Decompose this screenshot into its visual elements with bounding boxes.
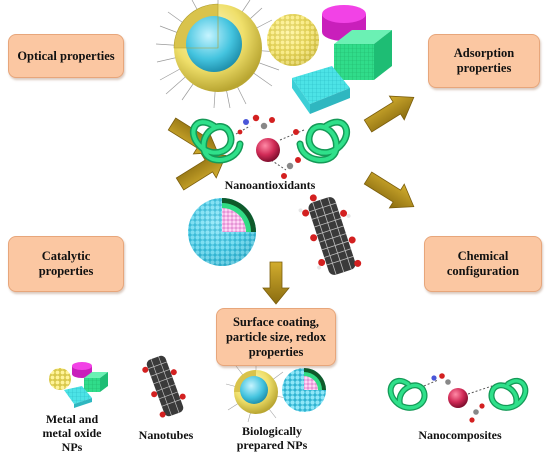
yellow-nanosphere (267, 14, 319, 66)
nanotube-icon (142, 355, 186, 418)
chemical-configuration-box: Chemical configuration (424, 236, 542, 292)
arrow-to-chemical (363, 171, 415, 209)
core-shell-nanosphere (188, 198, 256, 266)
magenta-nanodisk (322, 5, 366, 41)
adsorption-properties-label: Adsorption properties (453, 46, 515, 75)
metal-oxide-nanoparticles (49, 362, 108, 408)
arrow-to-surface (262, 261, 290, 305)
carbon-nanotube (298, 194, 362, 275)
optical-properties-label: Optical properties (17, 48, 115, 63)
surface-properties-label: Surface coating, particle size, redox pr… (225, 314, 327, 359)
green-nanocube (334, 30, 392, 80)
catalytic-properties-label: Catalytic properties (38, 249, 94, 278)
arrow-to-adsorption (363, 95, 415, 133)
nanocomposite-icon (387, 373, 529, 423)
nanocomposites-label: Nanocomposites (418, 428, 502, 442)
surface-properties-box: Surface coating, particle size, redox pr… (216, 308, 336, 366)
cyan-nanoplate (292, 66, 350, 114)
biological-label: Biologically prepared NPs (236, 424, 308, 452)
nanotubes-label: Nanotubes (138, 428, 194, 442)
metal-oxide-label: Metal and metal oxide NPs (42, 412, 102, 454)
catalytic-properties-box: Catalytic properties (8, 236, 124, 292)
chemical-configuration-label: Chemical configuration (446, 249, 520, 278)
adsorption-properties-box: Adsorption properties (428, 34, 540, 88)
nanocomposite-center (190, 114, 350, 179)
nanoantioxidants-label: Nanoantioxidants (224, 178, 316, 192)
hairy-core-shell-nanoparticle (155, 0, 281, 109)
biological-nanoparticles (225, 362, 326, 423)
optical-properties-box: Optical properties (8, 34, 124, 78)
